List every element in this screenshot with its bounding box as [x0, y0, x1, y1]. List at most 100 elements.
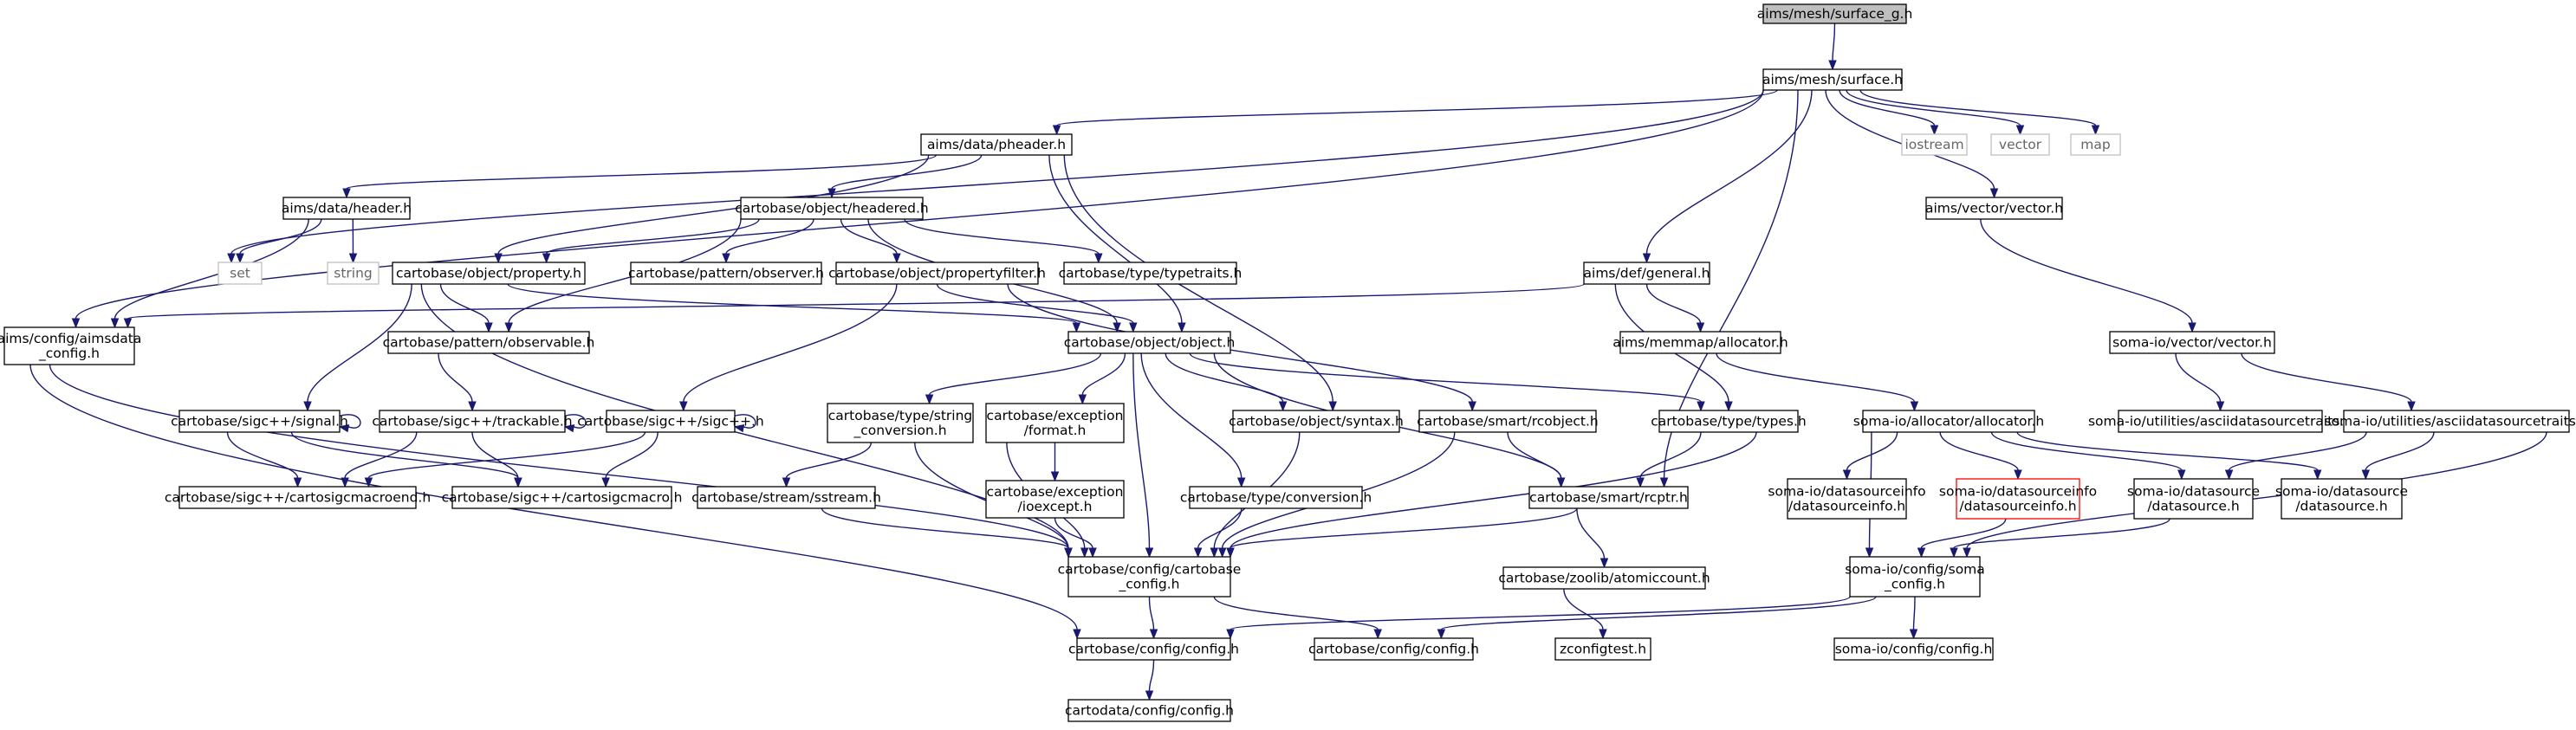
node-box — [1583, 262, 1710, 285]
node-propertyfilter[interactable]: cartobase/object/propertyfilter.h — [828, 262, 1046, 285]
node-rcobject[interactable]: cartobase/smart/rcobject.h — [1417, 410, 1599, 433]
node-box — [740, 197, 924, 220]
edge-rcobject-to-rcptr — [1507, 431, 1566, 488]
node-cartosigcmacro[interactable]: cartobase/sigc++/cartosigcmacro.h — [442, 486, 683, 509]
edge-signal-to-signal — [338, 414, 361, 433]
node-label: vector — [1999, 137, 2042, 152]
node-soma-config[interactable]: soma-io/config/soma_config.h — [1845, 556, 1985, 598]
node-sstream[interactable]: cartobase/stream/sstream.h — [691, 486, 881, 509]
node-label: set — [230, 266, 250, 281]
edge-cartobase_config-to-config_b — [1213, 596, 1382, 640]
edge-cartobase_config-to-config_a — [1148, 596, 1158, 640]
node-header[interactable]: aims/data/header.h — [282, 197, 412, 220]
edge-soma_config-to-somaio_config — [1909, 596, 1918, 640]
node-vector-std[interactable]: vector — [1990, 133, 2050, 156]
node-label: map — [2080, 137, 2110, 152]
node-observer[interactable]: cartobase/pattern/observer.h — [628, 262, 824, 285]
edge-surface-to-set — [227, 89, 1764, 264]
node-box — [1063, 262, 1237, 285]
node-cartobase-config[interactable]: cartobase/config/cartobase_config.h — [1058, 556, 1242, 598]
edge-aimsdata_config-to-config_a — [29, 364, 1081, 640]
node-label: cartodata/config/config.h — [1065, 703, 1234, 719]
node-cartosigcmacroend[interactable]: cartobase/sigc++/cartosigcmacroend.h — [165, 486, 431, 509]
node-box — [697, 486, 876, 509]
node-ioexcept[interactable]: cartobase/exception/ioexcept.h — [985, 480, 1125, 519]
node-typetraits[interactable]: cartobase/type/typetraits.h — [1059, 262, 1243, 285]
node-label: cartobase/sigc++/cartosigcmacroend.h — [165, 490, 431, 506]
node-headered[interactable]: cartobase/object/headered.h — [735, 197, 929, 220]
edge-surface-to-vector_std — [1846, 89, 2025, 136]
edge-datasourceinfo_b-to-soma_config — [1917, 518, 2007, 559]
node-somaio-allocator[interactable]: soma-io/allocator/allocator.h — [1853, 410, 2044, 433]
node-syntax[interactable]: cartobase/object/syntax.h — [1229, 410, 1404, 433]
node-signal[interactable]: cartobase/sigc++/signal.h — [171, 410, 348, 433]
node-box — [2118, 410, 2323, 433]
node-datasourceinfo-b[interactable]: soma-io/datasourceinfo/datasourceinfo.h — [1939, 478, 2097, 520]
edge-aimsvector-to-somaio_vector — [1980, 218, 2196, 333]
node-label: cartobase/object/property.h — [396, 266, 581, 281]
node-iostream[interactable]: iostream — [1901, 133, 1968, 156]
node-exception-format[interactable]: cartobase/exception/format.h — [985, 403, 1125, 443]
node-config-b[interactable]: cartobase/config/config.h — [1308, 637, 1479, 661]
node-label: /datasourceinfo.h — [1788, 499, 1905, 514]
node-label: /datasource.h — [2147, 499, 2239, 514]
node-types[interactable]: cartobase/type/types.h — [1651, 410, 1807, 433]
node-box — [1901, 133, 1968, 156]
node-observable[interactable]: cartobase/pattern/observable.h — [383, 331, 595, 354]
node-property[interactable]: cartobase/object/property.h — [392, 262, 586, 285]
node-box — [1189, 486, 1363, 509]
node-label: cartobase/pattern/observer.h — [628, 266, 824, 281]
node-box — [1619, 331, 1781, 354]
node-datasource-b[interactable]: soma-io/datasource/datasource.h — [2275, 478, 2408, 520]
node-map[interactable]: map — [2070, 133, 2121, 156]
node-box — [630, 262, 822, 285]
node-datasource-a[interactable]: soma-io/datasource/datasource.h — [2127, 478, 2260, 520]
nodes-layer: aims/mesh/surface_g.h aims/mesh/surface.h… — [0, 3, 2576, 722]
edge-object-to-syntax — [1165, 352, 1288, 412]
node-general[interactable]: aims/def/general.h — [1583, 262, 1710, 285]
node-label: soma-io/config/config.h — [1835, 642, 1993, 657]
node-somaio-config[interactable]: soma-io/config/config.h — [1833, 637, 1994, 661]
node-sigcpp[interactable]: cartobase/sigc++/sigc++.h — [577, 410, 764, 433]
node-label: cartobase/type/conversion.h — [1180, 490, 1372, 506]
node-aimsvector[interactable]: aims/vector/vector.h — [1925, 197, 2063, 220]
node-surface-g[interactable]: aims/mesh/surface_g.h — [1757, 3, 1913, 24]
node-label: soma-io/utilities/asciidatasourcetraits.… — [2088, 414, 2352, 430]
node-label: cartobase/type/types.h — [1651, 414, 1806, 430]
node-asciidatasourcetraits-h[interactable]: soma-io/utilities/asciidatasourcetraits.… — [2088, 410, 2352, 433]
edge-sigcpp-to-sigcpp — [733, 414, 756, 433]
node-asciidatasourcetraits[interactable]: soma-io/utilities/asciidatasourcetraits.… — [2324, 410, 2576, 433]
node-rcptr[interactable]: cartobase/smart/rcptr.h — [1528, 486, 1689, 509]
node-box — [178, 486, 417, 509]
edge-config_a-to-cartodata_config — [1145, 659, 1155, 701]
node-label: soma-io/config/soma — [1845, 562, 1985, 578]
node-object[interactable]: cartobase/object/object.h — [1064, 331, 1236, 354]
edge-surface-to-iostream — [1839, 89, 1939, 136]
node-config-a[interactable]: cartobase/config/config.h — [1068, 637, 1239, 661]
node-zconfigtest[interactable]: zconfigtest.h — [1554, 637, 1651, 661]
node-label: cartobase/smart/rcptr.h — [1529, 490, 1688, 506]
node-label: aims/def/general.h — [1584, 266, 1710, 281]
node-conversion[interactable]: cartobase/type/conversion.h — [1180, 486, 1372, 509]
edge-surface_g-to-surface — [1828, 23, 1837, 71]
node-label: /datasourceinfo.h — [1959, 499, 2076, 514]
node-label: cartobase/zoolib/atomiccount.h — [1498, 571, 1710, 586]
node-label: aims/memmap/allocator.h — [1612, 335, 1788, 351]
node-aimsdata-config[interactable]: aims/config/aimsdata_config.h — [0, 326, 141, 365]
node-cartodata-config[interactable]: cartodata/config/config.h — [1065, 699, 1234, 722]
node-box — [985, 480, 1125, 519]
node-trackable[interactable]: cartobase/sigc++/trackable.h — [372, 410, 573, 433]
node-string-conversion[interactable]: cartobase/type/string_conversion.h — [827, 403, 974, 443]
node-set[interactable]: set — [217, 262, 263, 285]
node-memmap-allocator[interactable]: aims/memmap/allocator.h — [1612, 331, 1788, 354]
node-string[interactable]: string — [327, 262, 380, 285]
node-somaio-vector[interactable]: soma-io/vector/vector.h — [2109, 331, 2275, 354]
node-surface[interactable]: aims/mesh/surface.h — [1762, 68, 1903, 91]
node-pheader[interactable]: aims/data/pheader.h — [920, 133, 1073, 156]
edges-layer — [29, 23, 2547, 701]
node-box — [178, 410, 341, 433]
node-datasourceinfo-a[interactable]: soma-io/datasourceinfo/datasourceinfo.h — [1768, 478, 1926, 520]
node-atomiccount[interactable]: cartobase/zoolib/atomiccount.h — [1498, 566, 1710, 590]
edge-propertyfilter-to-rcobject — [1007, 283, 1476, 412]
